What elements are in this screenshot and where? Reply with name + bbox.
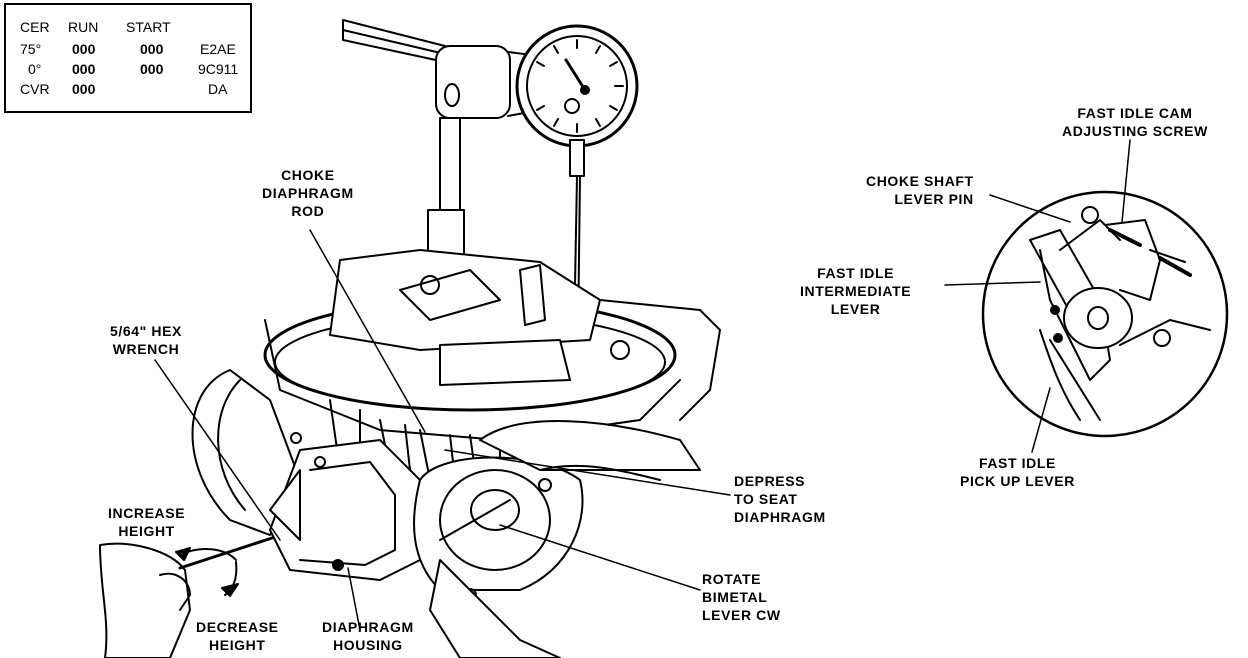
label-fast-idle-cam-adjusting-screw: FAST IDLE CAM ADJUSTING SCREW (1062, 104, 1208, 140)
label-line: ROD (291, 203, 325, 219)
label-depress-to-seat-diaphragm: DEPRESS TO SEAT DIAPHRAGM (734, 472, 826, 526)
label-line: INCREASE (108, 505, 186, 521)
label-line: ROTATE (702, 571, 762, 587)
label-hex-wrench: 5/64" HEX WRENCH (110, 322, 182, 358)
table-cell: 000 (140, 41, 164, 57)
label-choke-diaphragm-rod: CHOKE DIAPHRAGM ROD (262, 166, 354, 220)
label-line: TO SEAT (734, 491, 798, 507)
label-line: INTERMEDIATE (800, 283, 912, 299)
label-line: CHOKE (281, 167, 335, 183)
label-line: FAST IDLE (817, 265, 895, 281)
label-line: DECREASE (196, 619, 279, 635)
carburetor-body (191, 249, 721, 602)
table-cell: 000 (72, 61, 96, 77)
label-rotate-bimetal-lever: ROTATE BIMETAL LEVER CW (702, 570, 781, 624)
label-line: FAST IDLE CAM (1077, 105, 1193, 121)
label-line: LEVER PIN (894, 191, 974, 207)
label-fast-idle-pick-up-lever: FAST IDLE PICK UP LEVER (960, 454, 1075, 490)
leader-lines (154, 229, 731, 631)
table-cell: E2AE (200, 41, 236, 57)
label-line: ADJUSTING SCREW (1062, 123, 1208, 139)
label-decrease-height: DECREASE HEIGHT (196, 618, 279, 654)
label-increase-height: INCREASE HEIGHT (108, 504, 185, 540)
table-cell: 0° (28, 61, 42, 77)
table-cell: 000 (72, 81, 96, 97)
label-line: BIMETAL (702, 589, 768, 605)
label-line: WRENCH (112, 341, 180, 357)
label-line: HEIGHT (209, 637, 266, 653)
detail-inset (981, 190, 1229, 438)
label-line: DEPRESS (734, 473, 806, 489)
label-fast-idle-intermediate-lever: FAST IDLE INTERMEDIATE LEVER (800, 264, 911, 318)
table-cell: CVR (20, 81, 50, 97)
table-header-start: START (126, 19, 171, 35)
label-line: DIAPHRAGM (734, 509, 826, 525)
table-cell: DA (208, 81, 228, 97)
table-header-cer: CER (20, 19, 50, 35)
table-cell: 75° (20, 41, 42, 57)
inset-leader-lines (944, 139, 1131, 453)
table-cell: 9C911 (198, 61, 239, 77)
label-line: DIAPHRAGM (322, 619, 414, 635)
label-line: HEIGHT (118, 523, 175, 539)
label-line: PICK UP LEVER (960, 473, 1075, 489)
table-cell: 000 (140, 61, 164, 77)
label-line: LEVER (830, 301, 881, 317)
table-header-run: RUN (68, 19, 99, 35)
label-line: LEVER CW (702, 607, 781, 623)
label-choke-shaft-lever-pin: CHOKE SHAFT LEVER PIN (866, 172, 974, 208)
label-line: FAST IDLE (978, 455, 1056, 471)
label-diaphragm-housing: DIAPHRAGM HOUSING (322, 618, 414, 654)
label-line: DIAPHRAGM (262, 185, 354, 201)
label-line: 5/64" HEX (110, 323, 182, 339)
calibration-spec-table: CER RUN START 75° 000 000 E2AE 0° 000 00… (4, 3, 252, 113)
table-cell: 000 (72, 41, 96, 57)
label-line: HOUSING (333, 637, 403, 653)
hands (99, 420, 701, 658)
label-line: CHOKE SHAFT (866, 173, 974, 189)
